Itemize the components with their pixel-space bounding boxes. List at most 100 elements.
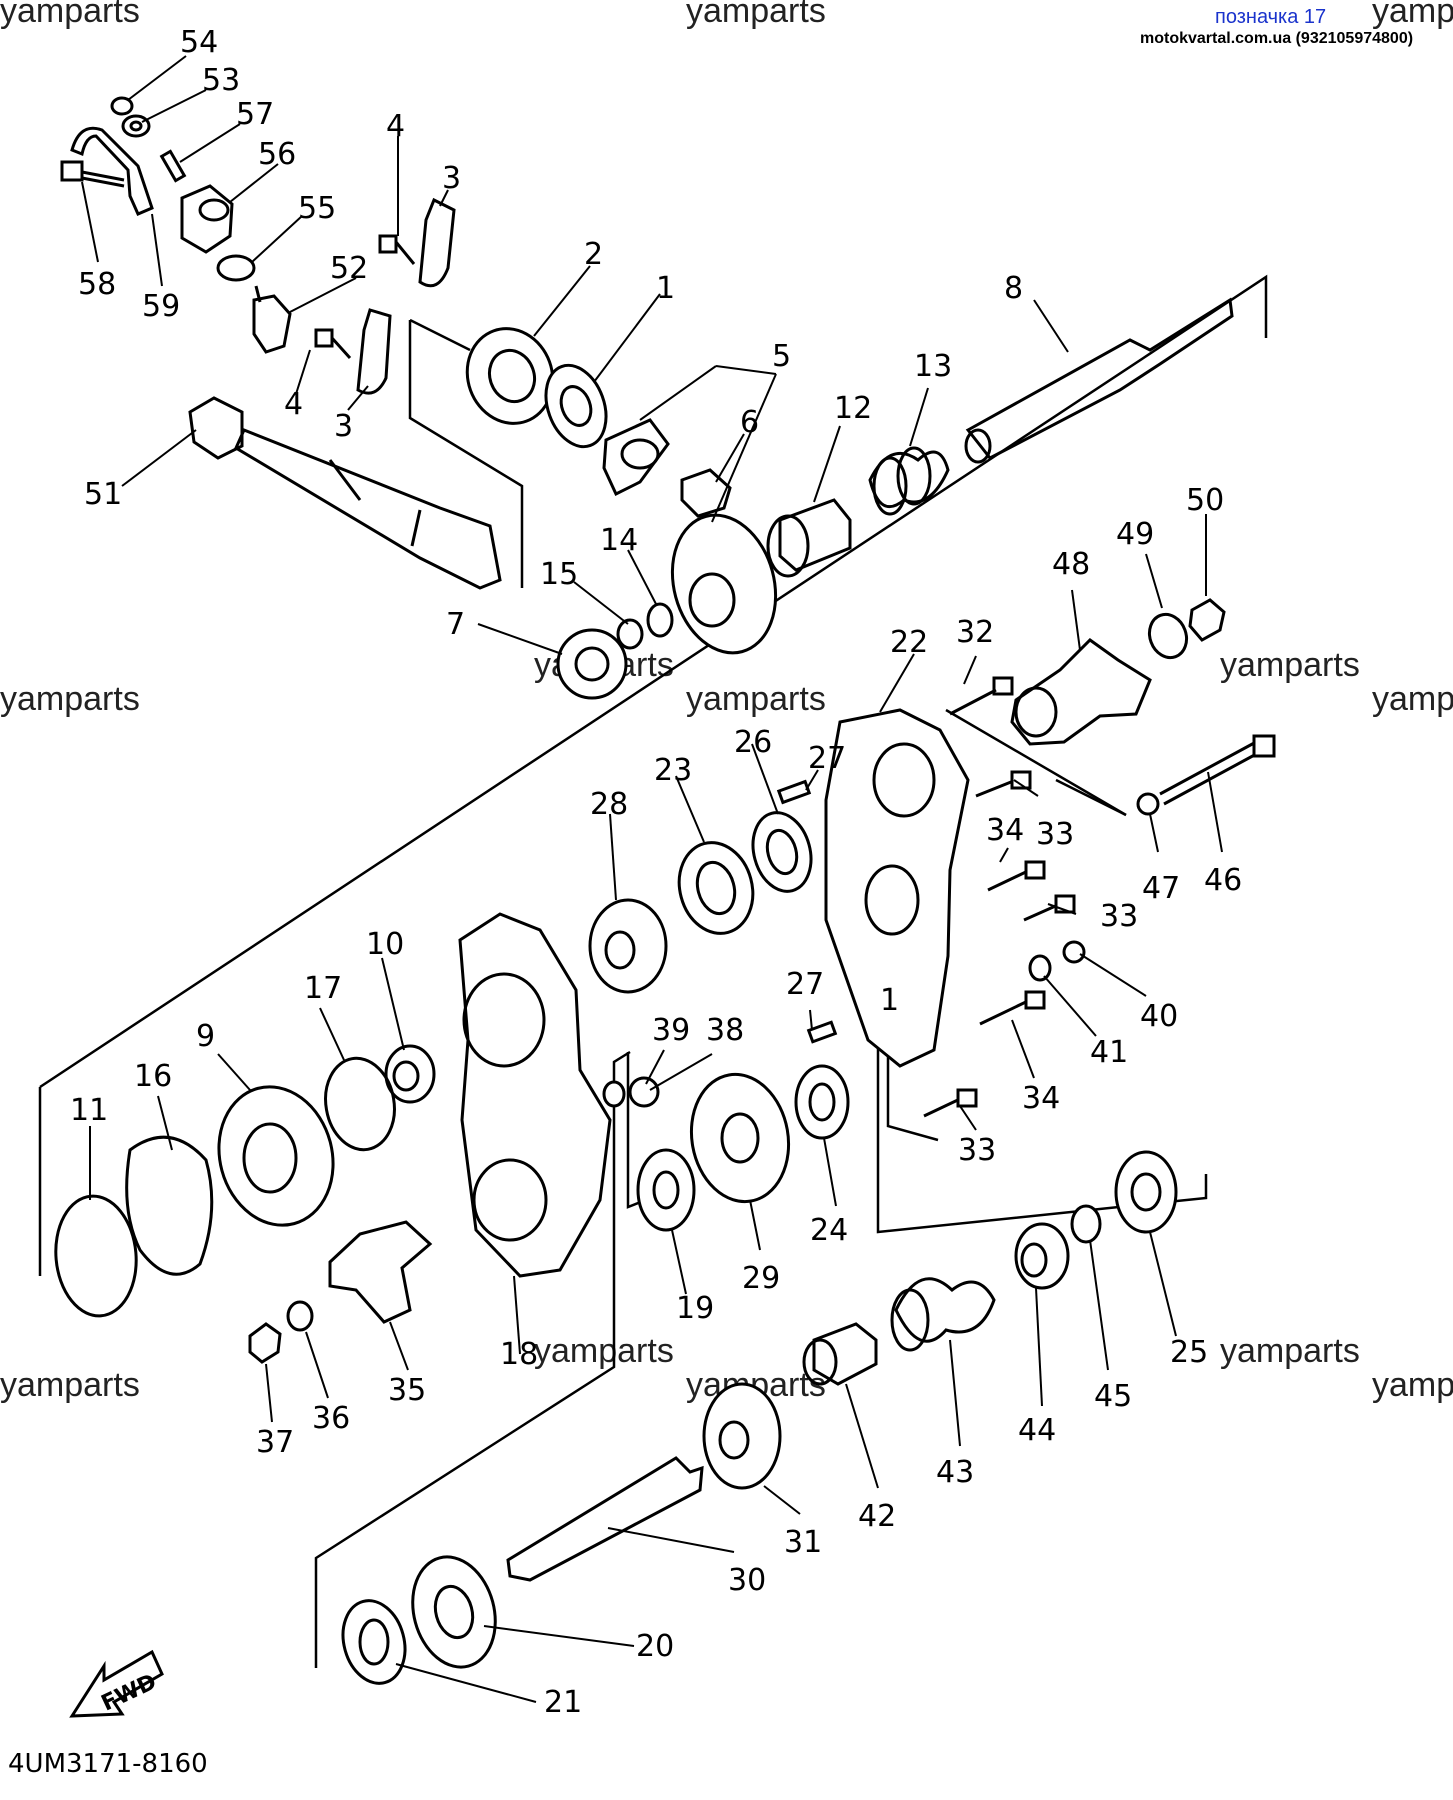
watermarks: yamparts yamparts yamparts yamparts yamp… (0, 0, 1453, 1404)
watermark: yamparts (686, 680, 826, 718)
part-bolt-58 (60, 160, 125, 188)
callout-49: 49 (1116, 517, 1154, 552)
site-credit: motokvartal.com.ua (932105974800) (1140, 30, 1413, 47)
part-washer-41 (1028, 954, 1052, 982)
callout-18: 18 (500, 1337, 538, 1372)
watermark: yamparts (1372, 0, 1453, 30)
part-gear-31 (702, 1382, 782, 1490)
part-bolt-40 (1062, 940, 1086, 964)
callout-4: 4 (386, 109, 405, 144)
part-shift-arm-56 (180, 184, 234, 254)
part-collar-44 (1014, 1222, 1070, 1290)
callout-9: 9 (196, 1019, 215, 1054)
callout-24: 24 (810, 1213, 848, 1248)
leader-lines (81, 55, 1223, 1703)
part-gasket-16 (125, 1135, 214, 1276)
part-clutch-42 (802, 1322, 878, 1386)
watermark: yamparts (1220, 1332, 1360, 1370)
part-ring-gear (670, 513, 778, 655)
callout-33: 33 (1100, 899, 1138, 934)
part-plate-3 (356, 197, 456, 395)
fwd-arrow-icon: FWD (69, 1649, 164, 1718)
part-spring-52 (252, 285, 292, 354)
part-washer-1 (544, 363, 608, 449)
part-bolt-32 (949, 676, 1014, 716)
callout-28: 28 (590, 787, 628, 822)
part-washer-36 (286, 1300, 314, 1332)
callout-12: 12 (834, 391, 872, 426)
callout-55: 55 (298, 191, 336, 226)
part-lever-59 (70, 126, 154, 216)
part-bearing-20 (411, 1555, 497, 1669)
callout-54: 54 (180, 25, 218, 60)
part-seal-26 (751, 811, 813, 893)
part-shaft-30 (506, 1456, 704, 1582)
callout-30: 30 (728, 1563, 766, 1598)
watermark: yamparts (0, 0, 140, 30)
part-bolts-34 (979, 860, 1046, 1026)
part-clutch-12 (766, 498, 852, 578)
part-bearing-23 (677, 841, 755, 935)
part-oring-55 (216, 254, 256, 282)
callout-34: 34 (986, 813, 1024, 848)
callout-45: 45 (1094, 1379, 1132, 1414)
callout-16: 16 (134, 1059, 172, 1094)
callout-42: 42 (858, 1499, 896, 1534)
callout-39: 39 (652, 1013, 690, 1048)
watermark: yamparts (1372, 1366, 1453, 1404)
watermark: yamparts (0, 680, 140, 718)
part-gear-29 (689, 1072, 791, 1204)
callout-7: 7 (446, 607, 465, 642)
watermark: yamparts (686, 0, 826, 30)
callout-19: 19 (676, 1291, 714, 1326)
callout-53: 53 (202, 63, 240, 98)
callout-22: 22 (890, 625, 928, 660)
watermark: yamparts (534, 1332, 674, 1370)
part-washers-53-54 (110, 96, 151, 138)
callout-3: 3 (442, 161, 461, 196)
part-washer-49 (1147, 612, 1189, 660)
callout-52: 52 (330, 251, 368, 286)
callout-44: 44 (1018, 1413, 1056, 1448)
part-bearing-7 (556, 628, 628, 700)
diagram-code: 4UM3171-8160 (8, 1749, 208, 1779)
callout-6: 6 (740, 405, 759, 440)
part-oring-17 (324, 1056, 396, 1152)
part-washer-45 (1070, 1204, 1102, 1244)
callout-27: 27 (808, 741, 846, 776)
callout-26: 26 (734, 725, 772, 760)
part-spring-13 (868, 446, 950, 516)
part-output-shaft-8 (964, 297, 1234, 464)
part-nut-37 (248, 1322, 282, 1364)
callout-3: 3 (334, 409, 353, 444)
callout-48: 48 (1052, 547, 1090, 582)
callout-29: 29 (742, 1261, 780, 1296)
callout-36: 36 (312, 1401, 350, 1436)
callout-23: 23 (654, 753, 692, 788)
part-washer-14 (646, 602, 674, 638)
part-seal-21 (341, 1599, 407, 1685)
callout-57: 57 (236, 97, 274, 132)
part-bolts-33 (923, 770, 1076, 1118)
callout-58: 58 (78, 267, 116, 302)
part-bolt-4 (314, 234, 416, 360)
part-washer-47 (1136, 792, 1160, 816)
watermark: yamparts (1220, 646, 1360, 684)
callout-37: 37 (256, 1425, 294, 1460)
callout-10: 10 (366, 927, 404, 962)
callout-15: 15 (540, 557, 578, 592)
watermark: yamparts (0, 1366, 140, 1404)
callout-32: 32 (956, 615, 994, 650)
part-bearing-2 (465, 327, 555, 425)
part-bolt-46 (1159, 734, 1276, 806)
part-case-cover-22 (824, 708, 970, 1068)
part-hub-9 (217, 1085, 335, 1227)
callout-51: 51 (84, 477, 122, 512)
callout-59: 59 (142, 289, 180, 324)
page-tag: позначка 17 (1215, 6, 1326, 28)
callout-17: 17 (304, 971, 342, 1006)
callout-14: 14 (600, 523, 638, 558)
part-gear-51 (188, 396, 244, 460)
callout-33: 33 (1036, 817, 1074, 852)
callout-35: 35 (388, 1373, 426, 1408)
